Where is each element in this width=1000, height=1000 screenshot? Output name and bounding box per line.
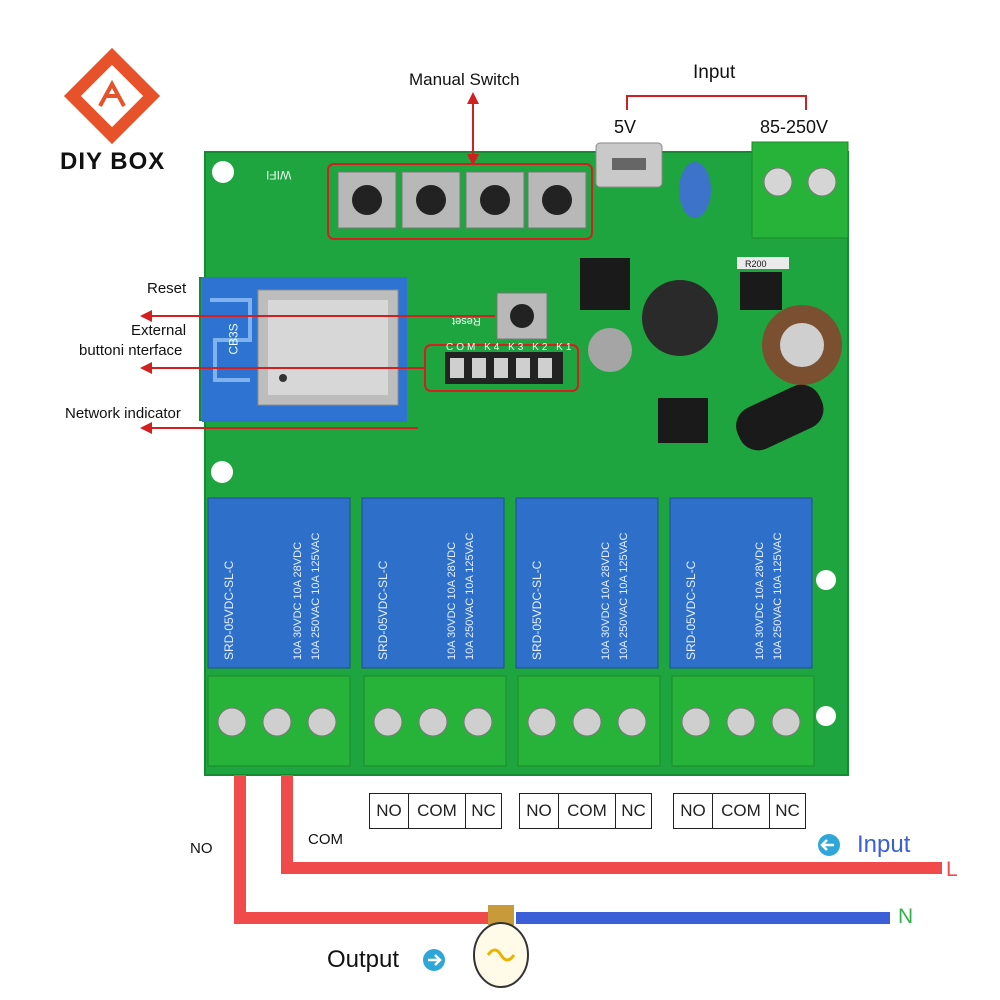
terminal-com-label: COM [559,794,616,828]
header-pins-label: COM K4 K3 K2 K1 [446,342,575,353]
terminal-nc-label: NC [621,801,646,820]
power-terminal [751,141,849,239]
wire-com [281,775,942,874]
relay-rating-dc-3: 10A 30VDC 10A 28VDC [600,541,612,660]
wire-no [234,775,492,924]
external-interface-label-1: External [131,322,187,339]
manual-switch-label: Manual Switch [409,70,520,89]
resistor-label: R200 [745,259,767,269]
relay-terminals [207,675,815,767]
manual-buttons [337,171,587,229]
external-interface-label-2: buttoni nterface [79,342,183,359]
terminal-label-group-2: NO COM NC [519,793,652,829]
neutral-n-label: N [898,905,914,928]
terminal-no-label: NO [370,794,409,828]
reset-silk-label: Reset [452,315,481,327]
relay-text-2: SRD-05VDC-SL-C [376,560,390,660]
inductor [642,280,718,356]
relay-text-1: SRD-05VDC-SL-C [222,560,236,660]
wire-no-label: NO [190,840,213,857]
reset-label: Reset [147,280,187,297]
relay-rating-1: 10A 250VAC 10A 125VAC [310,532,322,660]
small-capacitor [588,328,632,372]
terminal-com-label: COM [713,794,770,828]
input-label: Input [693,62,736,83]
wifi-silk-label: WIFI [266,168,292,182]
capacitor-blue [679,162,711,218]
wire-com-label: COM [308,831,343,848]
terminal-nc-label: NC [471,801,496,820]
relay-rating-dc-4: 10A 30VDC 10A 28VDC [754,541,766,660]
relay-rating-2: 10A 250VAC 10A 125VAC [464,532,476,660]
module-label: CB3S [226,323,241,355]
live-l-label: L [946,858,958,881]
relay-rating-3: 10A 250VAC 10A 125VAC [618,532,630,660]
annotations [150,95,807,429]
network-indicator-label: Network indicator [65,405,181,422]
output-label: Output [327,946,400,973]
light-bulb-icon [473,905,529,988]
terminal-nc-label: NC [775,801,800,820]
terminal-label-group-1: NO COM NC [369,793,502,829]
terminal-no-label: NO [674,794,713,828]
relay-rating-dc-1: 10A 30VDC 10A 28VDC [292,541,304,660]
antenna-coil [736,384,824,451]
terminal-label-group-3: NO COM NC [673,793,806,829]
input-85-250v-label: 85-250V [760,117,829,137]
relay-rating-dc-2: 10A 30VDC 10A 28VDC [446,541,458,660]
brand-name: DIY BOX [60,148,166,175]
relay-text-3: SRD-05VDC-SL-C [530,560,544,660]
relay-rating-4: 10A 250VAC 10A 125VAC [772,532,784,660]
terminal-com-label: COM [409,794,466,828]
diy-box-logo-icon [63,47,161,145]
relay-blocks [207,497,813,669]
input-bottom-label: Input [857,831,911,858]
terminal-no-label: NO [520,794,559,828]
input-5v-label: 5V [614,117,637,137]
relay-text-4: SRD-05VDC-SL-C [684,560,698,660]
